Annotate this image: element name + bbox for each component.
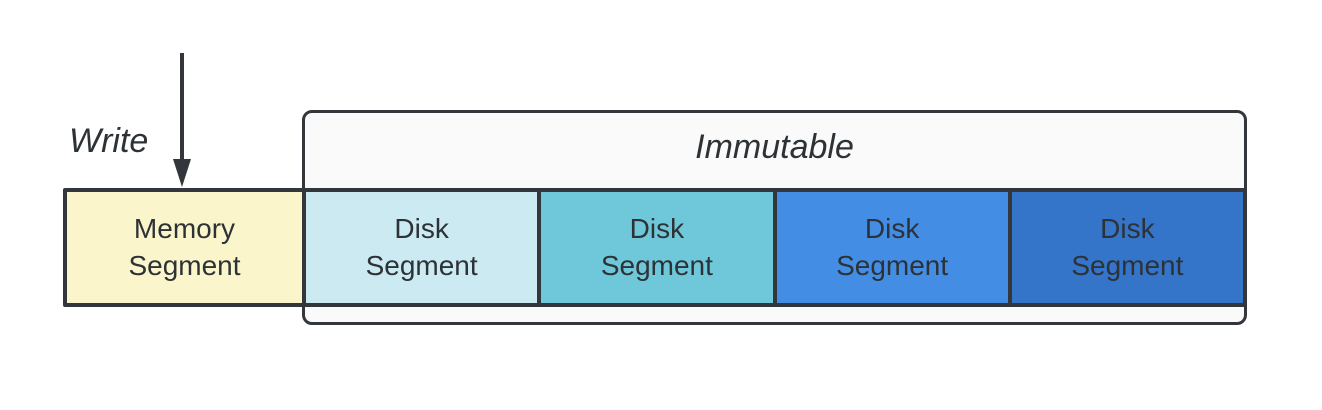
disk-segment-label: Disk Segment (365, 213, 478, 281)
write-label: Write (69, 122, 149, 160)
disk-segments-row: Disk Segment Disk Segment Disk Segment D… (302, 188, 1247, 307)
disk-segment-box: Disk Segment (537, 188, 777, 307)
memory-segment-label: Memory Segment (128, 213, 241, 281)
memory-segment-box: Memory Segment (63, 188, 306, 307)
disk-segment-box: Disk Segment (1007, 188, 1247, 307)
disk-segment-box: Disk Segment (302, 188, 542, 307)
immutable-label: Immutable (695, 128, 854, 166)
disk-segment-label: Disk Segment (600, 213, 713, 281)
disk-segment-box: Disk Segment (772, 188, 1012, 307)
write-arrow-line (180, 53, 184, 160)
disk-segment-label: Disk Segment (836, 213, 949, 281)
disk-segment-label: Disk Segment (1071, 213, 1184, 281)
write-arrow-head (173, 159, 191, 187)
